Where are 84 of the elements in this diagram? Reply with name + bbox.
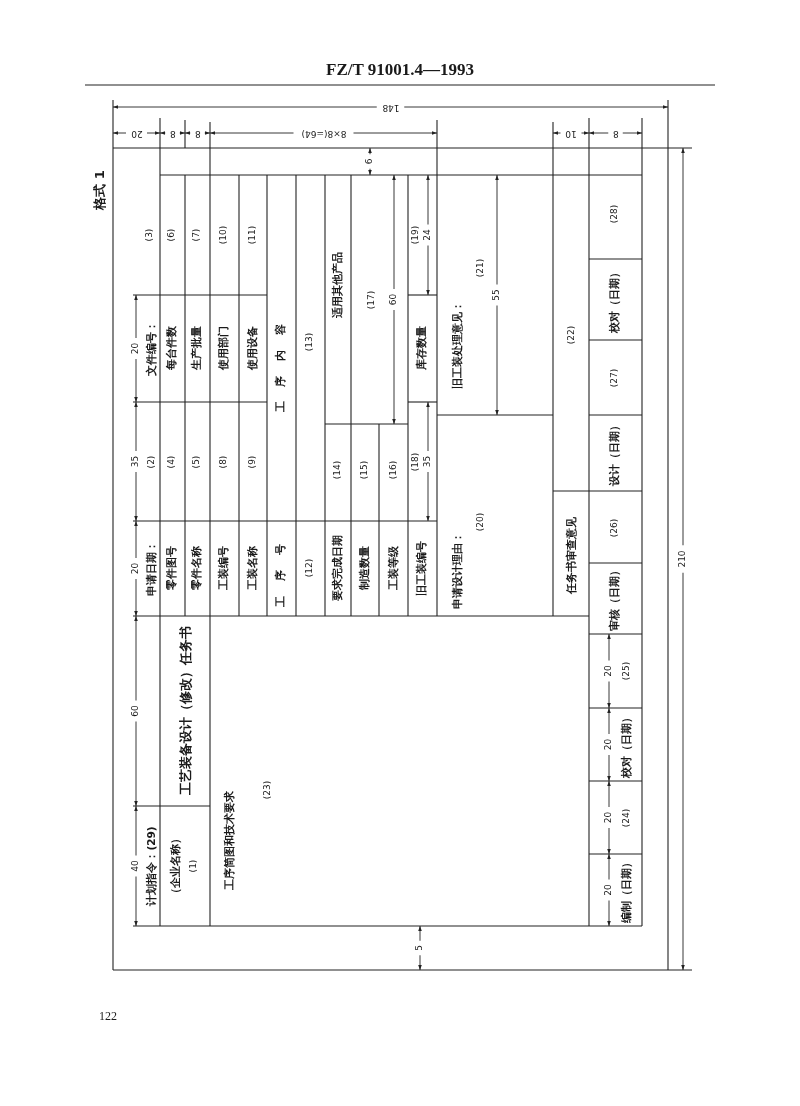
field-number: (20) — [476, 512, 486, 532]
dimension-text: 210 — [678, 550, 688, 568]
field-number: (11) — [248, 225, 258, 245]
standard-number: FZ/T 91001.4—1993 — [326, 60, 474, 80]
field-number: (25) — [622, 661, 632, 681]
dimension-text: 20 — [604, 884, 614, 896]
dimension-text: 8 — [612, 128, 619, 138]
field-label: 申请设计理由： — [452, 531, 464, 609]
field-number: (14) — [333, 460, 343, 480]
dimension-text: 8×8(=64) — [301, 128, 346, 138]
field-number: (27) — [610, 368, 620, 388]
dimension-text: 35 — [423, 455, 433, 468]
field-label: 工装名称 — [247, 546, 259, 590]
field-number: (26) — [610, 518, 620, 538]
field-label: 零件名称 — [191, 546, 203, 590]
field-number: (4) — [167, 455, 177, 469]
field-number: (9) — [248, 455, 258, 469]
field-label: 申请日期： — [146, 540, 158, 596]
field-label: 使用部门 — [218, 326, 230, 370]
field-label: 旧工装编号 — [416, 540, 428, 596]
field-label: 工装等级 — [388, 546, 400, 590]
field-label: 制造数量 — [359, 546, 371, 590]
dimension-text: 6 — [365, 158, 375, 165]
field-label: 任务书审查意见 — [566, 516, 578, 594]
field-number: (15) — [360, 460, 370, 480]
dimension-text: 8 — [194, 128, 201, 138]
dimension-text: 20 — [604, 738, 614, 751]
dimension-text: 35 — [131, 455, 141, 468]
field-label: （企业名称） — [170, 833, 182, 899]
field-number: (13) — [305, 332, 315, 352]
field-label: 零件图号 — [166, 546, 178, 590]
field-number: (17) — [367, 290, 377, 310]
field-label: 审核（日期） — [609, 565, 621, 631]
field-label: 校对（日期） — [621, 712, 633, 778]
field-label: 校对（日期） — [609, 267, 621, 333]
field-number: (8) — [219, 455, 229, 469]
dimension-text: 24 — [423, 229, 433, 241]
field-label: 计划指令：(29) — [146, 826, 158, 906]
field-label: 工装编号 — [218, 546, 230, 590]
field-label: 编制（日期） — [621, 857, 633, 923]
field-number: (6) — [167, 228, 177, 242]
field-number: (2) — [147, 455, 157, 469]
field-number: (21) — [476, 258, 486, 278]
field-number: (10) — [219, 225, 229, 245]
dimension-text: 10 — [565, 128, 577, 138]
field-number: (5) — [192, 455, 202, 469]
dimension-text: 5 — [415, 945, 425, 951]
field-label: 工序内容 — [275, 309, 287, 413]
dimension-text: 60 — [389, 293, 399, 306]
field-number: (16) — [389, 460, 399, 480]
field-label: 旧工装处理意见： — [452, 301, 464, 389]
field-number: (23) — [263, 780, 273, 800]
field-label: 工序号 — [275, 529, 287, 607]
dimension-text: 40 — [131, 860, 141, 872]
field-label: 适用其他产品 — [332, 252, 344, 318]
format-label: 格式 1 — [92, 170, 108, 210]
page-number: 122 — [99, 1010, 117, 1024]
field-label: 工序简图和技术要求 — [224, 790, 236, 890]
dimension-text: 20 — [131, 562, 141, 575]
dimension-text: 20 — [604, 665, 614, 677]
dimension-text: 20 — [604, 811, 614, 824]
field-label: 每台件数 — [166, 326, 178, 370]
field-label: 设计（日期） — [609, 420, 621, 486]
dimension-text: 148 — [381, 102, 400, 112]
field-label: 要求完成日期 — [332, 535, 344, 601]
dimension-text: 20 — [131, 342, 141, 355]
field-number: (19) — [411, 225, 421, 245]
field-label: 使用设备 — [247, 326, 259, 370]
field-number: (12) — [305, 558, 315, 578]
field-label: 文件编号： — [146, 320, 158, 376]
field-number: (22) — [567, 325, 577, 345]
dimension-text: 55 — [492, 289, 502, 301]
field-number: (18) — [411, 452, 421, 472]
field-number: (3) — [145, 228, 155, 242]
form-title: 工艺装备设计（修改）任务书 — [178, 625, 194, 795]
field-number: (24) — [622, 808, 632, 828]
dimension-text: 20 — [130, 128, 143, 138]
field-label: 库存数量 — [416, 326, 428, 370]
field-number: (1) — [189, 859, 199, 873]
dimension-text: 8 — [169, 128, 176, 138]
field-label: 生产批量 — [191, 326, 203, 370]
field-number: (28) — [610, 204, 620, 224]
dimension-text: 60 — [131, 705, 141, 717]
field-number: (7) — [192, 228, 202, 242]
